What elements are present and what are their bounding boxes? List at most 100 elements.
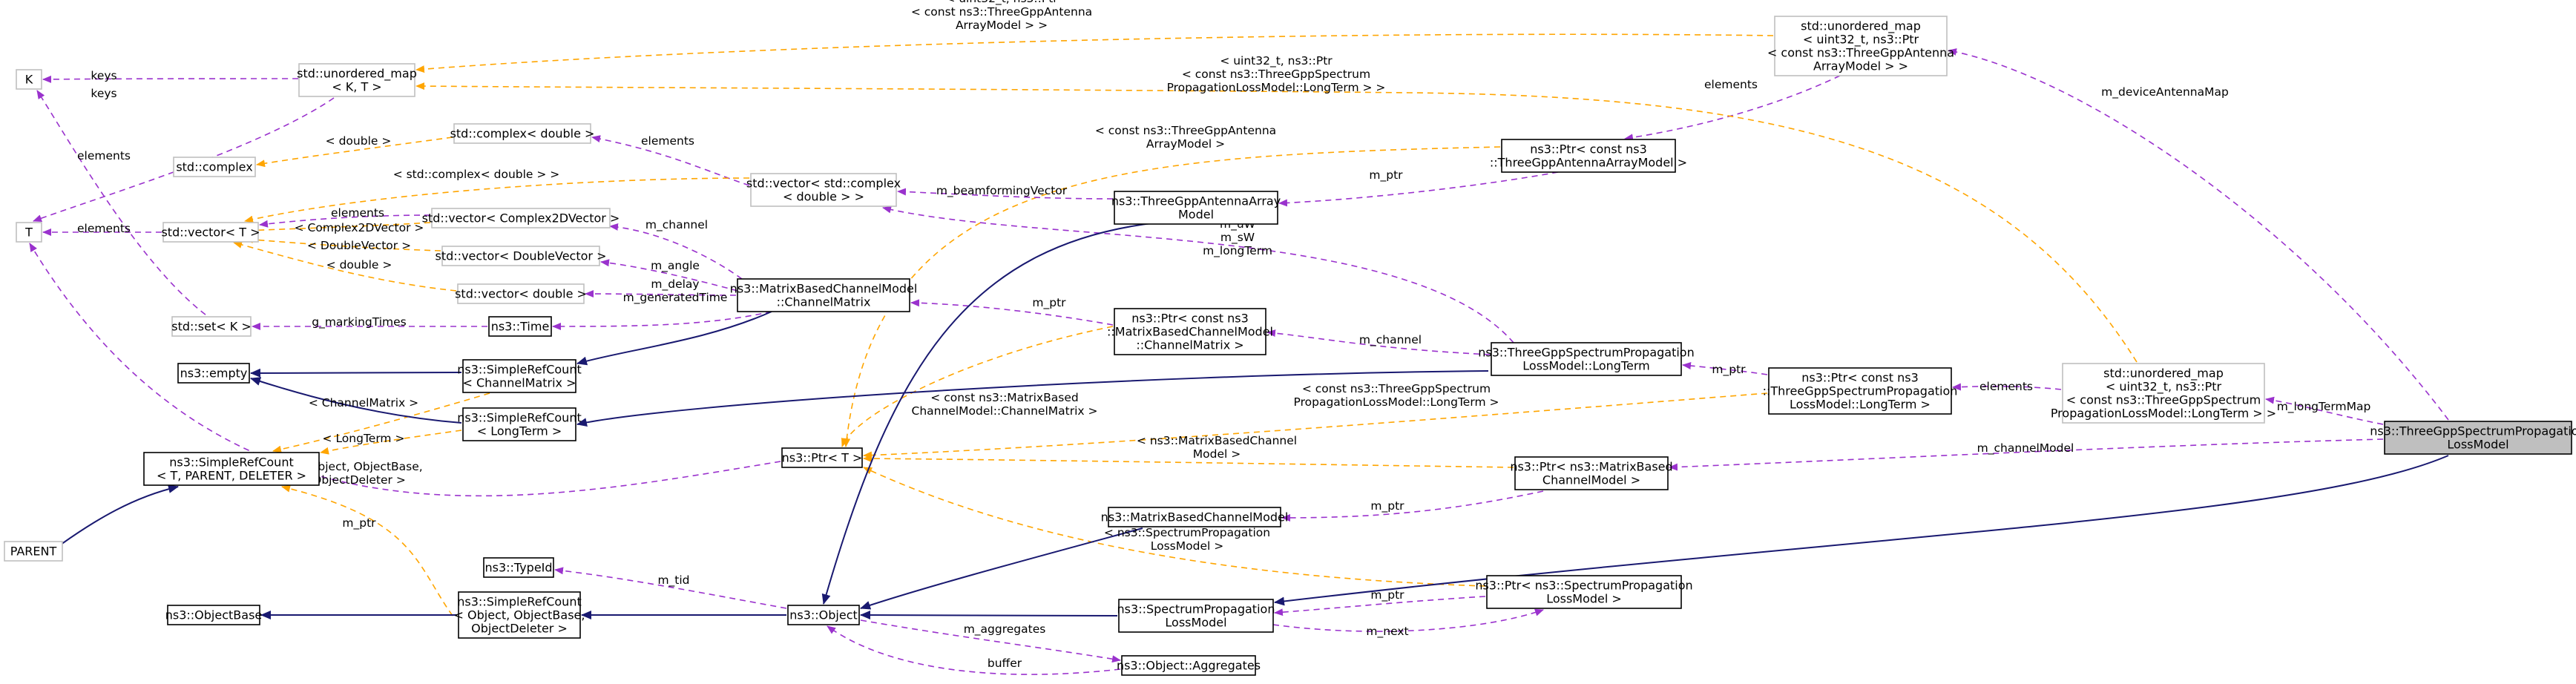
node-box	[16, 69, 42, 90]
node-box	[750, 173, 897, 207]
edge-label-t-uint-lt: < uint32_t, ns3::Ptr< const ns3::ThreeGp…	[1167, 54, 1386, 94]
node-aggregates[interactable]: ns3::Object::Aggregates	[1117, 655, 1261, 676]
edge-label-t-dv: < DoubleVector >	[307, 239, 411, 252]
node-box	[458, 591, 581, 639]
edge-label-t-c2d: < Complex2DVector >	[295, 221, 424, 234]
node-box	[1514, 456, 1669, 490]
edge-label-m-ptr-cm: m_ptr	[1032, 296, 1066, 310]
node-std-complex-double[interactable]: std::complex< double >	[450, 123, 595, 144]
node-box	[453, 123, 591, 144]
template-edge-t-lt	[320, 430, 462, 455]
template-edge-t-c2d	[244, 222, 431, 234]
usage-edge-m-beam	[897, 188, 1114, 200]
node-box	[298, 63, 415, 97]
node-std-set-K[interactable]: std::set< K >	[171, 316, 252, 337]
node-std-vector-c2d[interactable]: std::vector< Complex2DVector >	[422, 208, 620, 228]
edge-label-elements-lt: elements	[1979, 380, 2033, 393]
node-box	[483, 557, 554, 578]
node-ptr-tgsplm-lt[interactable]: ns3::Ptr< const ns3::ThreeGppSpectrumPro…	[1763, 367, 1958, 415]
node-umap-ant[interactable]: std::unordered_map< uint32_t, ns3::Ptr< …	[1767, 16, 1954, 76]
node-label: std::complex< double >	[450, 127, 595, 141]
node-label: ns3::MatrixBasedChannelModel	[1101, 510, 1289, 524]
usage-edge-m-ptr-lt	[1682, 362, 1768, 375]
node-label: ns3::Ptr< const ns3::ThreeGppAntennaArra…	[1490, 142, 1687, 170]
node-box	[167, 605, 260, 625]
edge-label-t-double-1: < double >	[326, 134, 392, 148]
node-box	[173, 157, 256, 177]
node-std-vector-double[interactable]: std::vector< double >	[455, 283, 587, 304]
node-typeid[interactable]: ns3::TypeId	[483, 557, 554, 578]
usage-edge-m-delay-time	[552, 311, 772, 330]
edge-label-m-aggregates: m_aggregates	[964, 622, 1046, 637]
node-box	[1114, 308, 1266, 355]
node-ptr-t[interactable]: ns3::Ptr< T >	[781, 447, 863, 468]
node-label: std::unordered_map< uint32_t, ns3::Ptr< …	[1767, 19, 1954, 73]
edge-label-keys-1: keys	[91, 69, 116, 82]
node-box	[787, 605, 860, 625]
edge-label-t-double-2: < double >	[326, 258, 392, 272]
edge-label-elements-t: elements	[77, 149, 131, 162]
inheritance-edge-53	[860, 611, 1118, 620]
node-label: ns3::SimpleRefCount< LongTerm >	[457, 411, 581, 438]
edge-label-m-channel-1: m_channel	[645, 218, 708, 232]
inheritance-edge-45	[250, 368, 462, 378]
node-box	[1501, 139, 1676, 173]
node-ns3-empty[interactable]: ns3::empty	[177, 363, 250, 384]
node-label: ns3::Ptr< const ns3::ThreeGppSpectrumPro…	[1763, 371, 1958, 412]
usage-edge-m-angle	[600, 259, 738, 292]
node-K[interactable]: K	[16, 69, 42, 90]
node-std-vector-T[interactable]: std::vector< T >	[161, 222, 260, 243]
node-label: std::vector< double >	[455, 287, 587, 301]
edge-label-m-ptr-t: m_ptr	[342, 516, 376, 530]
node-box	[488, 316, 552, 337]
node-umap-lt[interactable]: std::unordered_map< uint32_t, ns3::Ptr< …	[2051, 363, 2276, 424]
edge-label-m-ptr-ant: m_ptr	[1369, 168, 1403, 182]
node-label: std::unordered_map< K, T >	[297, 67, 417, 94]
node-mbcm[interactable]: ns3::MatrixBasedChannelModel	[1101, 507, 1289, 527]
template-edge-t-vec-cplx	[244, 177, 750, 223]
node-src-cm[interactable]: ns3::SimpleRefCount< ChannelMatrix >	[457, 359, 582, 393]
node-box	[162, 222, 259, 243]
node-ptr-tgaam[interactable]: ns3::Ptr< const ns3::ThreeGppAntennaArra…	[1490, 139, 1687, 173]
usage-edge-elements-lt	[1952, 383, 2062, 391]
node-ns3-time[interactable]: ns3::Time	[488, 316, 552, 337]
node-PARENT[interactable]: PARENT	[4, 541, 63, 562]
node-std-unordered-map-KT[interactable]: std::unordered_map< K, T >	[297, 63, 417, 97]
node-src-obj[interactable]: ns3::SimpleRefCount< Object, ObjectBase,…	[454, 591, 585, 639]
node-objectbase[interactable]: ns3::ObjectBase	[165, 605, 263, 625]
node-label: ns3::MatrixBasedChannelModel::ChannelMat…	[730, 282, 918, 309]
edge-label-m-longterm: m_longTermMap	[2277, 400, 2371, 414]
node-box	[462, 407, 576, 441]
node-std-complex[interactable]: std::complex	[173, 157, 256, 177]
node-box	[781, 447, 863, 468]
node-src-lt[interactable]: ns3::SimpleRefCount< LongTerm >	[457, 407, 582, 441]
edge-label-t-obj: < Object, ObjectBase,ObjectDeleter >	[295, 460, 422, 487]
node-T[interactable]: T	[16, 222, 42, 243]
node-object[interactable]: ns3::Object	[787, 605, 860, 625]
node-box	[4, 541, 63, 562]
node-label: std::complex	[176, 160, 252, 174]
edges-layer	[29, 33, 2449, 675]
node-std-vector-dv[interactable]: std::vector< DoubleVector >	[436, 246, 607, 266]
node-box	[1118, 599, 1274, 633]
node-label: ns3::SimpleRefCount< ChannelMatrix >	[457, 363, 581, 390]
edge-label-m-channelmodel: m_channelModel	[1977, 441, 2074, 456]
usage-edge-m-ptr-cm	[910, 299, 1114, 326]
node-std-vector-complex-double[interactable]: std::vector< std::complex< double > >	[746, 173, 901, 207]
node-mbcm-cm[interactable]: ns3::MatrixBasedChannelModel::ChannelMat…	[730, 278, 918, 312]
node-ptr-mbcm-cm[interactable]: ns3::Ptr< const ns3::MatrixBasedChannelM…	[1107, 308, 1273, 355]
usage-edge-elements-c2d	[259, 214, 431, 228]
node-src-tpl[interactable]: ns3::SimpleRefCount< T, PARENT, DELETER …	[143, 452, 320, 486]
node-box	[1768, 367, 1952, 415]
node-label: ns3::ObjectBase	[165, 608, 263, 622]
